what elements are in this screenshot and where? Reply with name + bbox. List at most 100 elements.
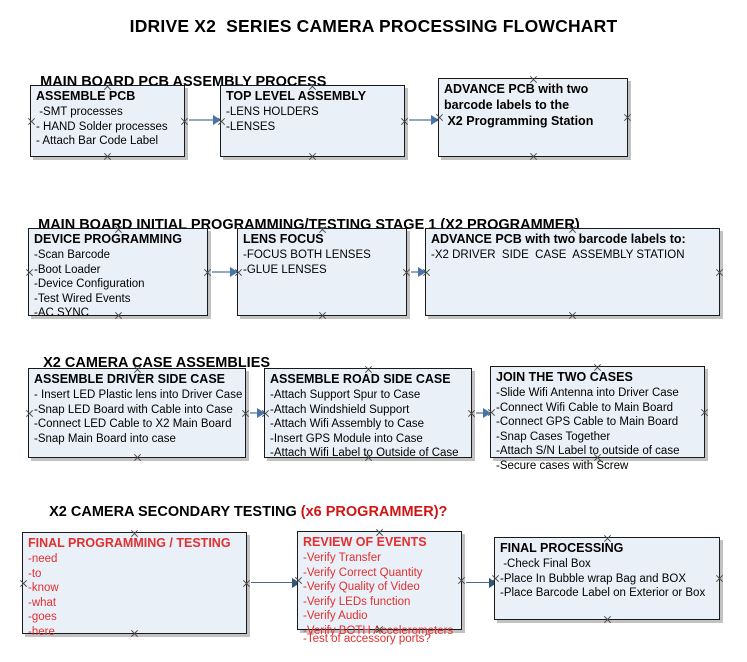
node-handle-right[interactable] [402,268,411,277]
node-lens-focus[interactable]: LENS FOCUS -FOCUS BOTH LENSES -GLUE LENS… [237,228,407,316]
node-line: -Verify Transfer [303,552,381,564]
connector-line [251,582,299,583]
node-handle-bottom[interactable] [603,615,612,624]
node-line: -Verify LEDs function [303,595,411,608]
node-join-the-two-cases[interactable]: JOIN THE TWO CASES -Slide Wifi Antenna i… [487,363,705,472]
node-handle-top[interactable] [375,528,384,537]
node-handle-top[interactable] [568,225,577,234]
node-handle-right[interactable] [457,576,466,585]
node-handle-bottom[interactable] [593,453,602,462]
section-heading-x2-camera-secondary-testing: X2 CAMERA SECONDARY TESTING (x6 PROGRAMM… [33,488,447,536]
node-handle-right[interactable] [623,113,632,122]
node-title: FINAL PROGRAMMING / TESTING [28,536,231,550]
section-heading-accent: (x6 PROGRAMMER)? [300,504,448,520]
node-handle-right[interactable] [400,117,409,126]
node-handle-bottom[interactable] [130,629,139,638]
node-line: -X2 DRIVER SIDE CASE ASSEMBLY STATION [431,249,685,261]
node-handle-left[interactable] [435,113,444,122]
node-handle-top[interactable] [114,225,123,234]
node-line: -SMT processes [36,106,123,118]
node-handle-bottom[interactable] [364,453,373,462]
node-line: -Place In Bubble wrap Bag and BOX [500,572,687,585]
node-handle-top[interactable] [130,529,139,538]
node-handle-right[interactable] [242,579,251,588]
node-line: -AC SYNC [34,307,89,319]
node-final-processing[interactable]: FINAL PROCESSING -Check Final Box -Place… [494,537,720,620]
node-line: -Insert GPS Module into Case [270,432,423,445]
node-handle-left[interactable] [25,409,34,418]
node-handle-top[interactable] [529,75,538,84]
node-handle-top[interactable] [133,365,142,374]
node-handle-left[interactable] [294,576,303,585]
node-line: -Verify BOTH Accelerometers [303,624,454,637]
node-handle-right[interactable] [241,409,250,418]
node-handle-left[interactable] [261,409,270,418]
node-title-line-2: barcode labels to the [444,98,570,112]
node-handle-right[interactable] [715,574,724,583]
node-line: -FOCUS BOTH LENSES [243,249,371,261]
node-handle-top[interactable] [308,82,317,91]
node-handle-left[interactable] [234,268,243,277]
node-handle-left[interactable] [422,268,431,277]
node-line: -Boot Loader [34,263,101,276]
node-handle-top[interactable] [103,82,112,91]
node-handle-bottom[interactable] [308,152,317,161]
node-handle-right[interactable] [180,117,189,126]
node-line: -Connect LED Cable to X2 Main Board [34,418,232,430]
node-handle-top[interactable] [603,534,612,543]
node-line: -here [28,625,55,638]
section-heading-text: X2 CAMERA CASE ASSEMBLIES [43,355,271,371]
node-advance-pcb-driver-side-case[interactable]: ADVANCE PCB with two barcode labels to: … [425,228,720,316]
node-assemble-driver-side-case[interactable]: ASSEMBLE DRIVER SIDE CASE - Insert LED P… [28,368,246,458]
node-assemble-road-side-case[interactable]: ASSEMBLE ROAD SIDE CASE -Attach Support … [261,365,472,459]
connector-line [189,119,220,121]
node-handle-top[interactable] [364,365,373,374]
node-final-programming-testing[interactable]: FINAL PROGRAMMING / TESTING -need -to -k… [19,529,247,638]
connector-assemble-pcb-to-top-level-assembly [189,115,221,125]
node-line: -Verify Quality of Video [303,581,420,593]
node-handle-left[interactable] [27,117,36,126]
node-line: -Device Configuration [34,278,145,290]
node-title: ADVANCE PCB with two barcode labels to: [431,232,686,246]
node-advance-pcb-programming-station[interactable]: ADVANCE PCB with two barcode labels to t… [438,78,628,157]
node-handle-bottom[interactable] [318,311,327,320]
section-heading-x2-camera-case-assemblies: X2 CAMERA CASE ASSEMBLIES [27,339,270,387]
node-assemble-pcb[interactable]: ASSEMBLE PCB -SMT processes - HAND Solde… [30,85,185,157]
node-device-programming[interactable]: DEVICE PROGRAMMING -Scan Barcode -Boot L… [25,225,208,319]
node-line: -GLUE LENSES [243,263,327,276]
connector-line [212,271,237,273]
node-handle-top[interactable] [593,363,602,372]
node-handle-right[interactable] [203,268,212,277]
node-handle-bottom[interactable] [114,311,123,320]
node-handle-right[interactable] [700,408,709,417]
node-line: -Attach Support Spur to Case [270,389,421,401]
node-handle-left[interactable] [487,408,496,417]
node-handle-bottom[interactable] [529,152,538,161]
section-heading-text: X2 CAMERA SECONDARY TESTING [49,504,301,520]
node-line: -need [28,553,58,565]
node-line: -Attach Wifi Assembly to Case [270,418,425,430]
node-handle-bottom[interactable] [133,453,142,462]
node-top-level-assembly[interactable]: TOP LEVEL ASSEMBLY -LENS HOLDERS -LENSES [220,85,405,157]
node-line: -what [28,596,57,609]
node-line: -Verify Audio [303,610,368,622]
node-handle-right[interactable] [467,409,476,418]
node-line: -goes [28,611,57,623]
node-handle-left[interactable] [217,117,226,126]
node-line: - Insert LED Plastic lens into Driver Ca… [34,389,243,401]
node-review-of-events[interactable]: REVIEW OF EVENTS -Verify Transfer -Verif… [294,528,462,645]
node-handle-left[interactable] [491,574,500,583]
node-handle-bottom[interactable] [568,311,577,320]
node-handle-left[interactable] [25,268,34,277]
node-handle-bottom[interactable] [103,152,112,161]
node-handle-top[interactable] [318,225,327,234]
node-handle-bottom[interactable] [375,625,384,634]
node-line: -Verify Correct Quantity [303,566,423,579]
node-line: -Attach S/N Label to outside of case [496,445,680,457]
node-handle-right[interactable] [715,268,724,277]
connector-line [409,119,438,121]
node-title: ASSEMBLE DRIVER SIDE CASE [34,372,226,386]
node-handle-left[interactable] [19,579,28,588]
connector-arrowhead-icon [489,578,497,588]
